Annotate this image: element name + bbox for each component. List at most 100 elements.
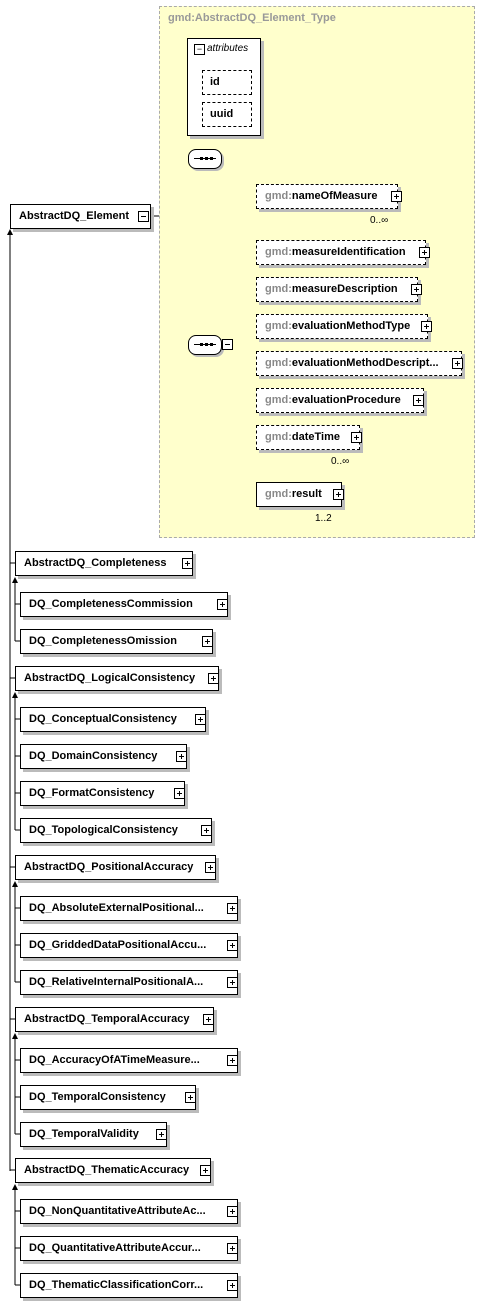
expand-icon[interactable] xyxy=(391,191,402,202)
element-label: DQ_ThematicClassificationCorr... xyxy=(29,1279,204,1291)
element-result[interactable]: gmd:result xyxy=(256,482,344,507)
element-label: dateTime xyxy=(291,431,340,443)
expand-icon[interactable] xyxy=(227,940,238,951)
substitution-group-AbstractDQ_TemporalAccuracy[interactable]: AbstractDQ_TemporalAccuracy xyxy=(15,1007,214,1032)
element-label: evaluationProcedure xyxy=(291,394,401,406)
expand-icon[interactable] xyxy=(202,636,213,647)
element-label: DQ_AbsoluteExternalPositional... xyxy=(29,902,204,914)
expand-icon[interactable] xyxy=(227,1206,238,1217)
inheritance-arrow xyxy=(7,229,13,235)
subtype-DQ_TemporalConsistency[interactable]: DQ_TemporalConsistency xyxy=(20,1085,196,1110)
subtype-DQ_CompletenessOmission[interactable]: DQ_CompletenessOmission xyxy=(20,629,213,654)
expand-icon[interactable] xyxy=(205,862,216,873)
element-evaluationMethodType[interactable]: gmd:evaluationMethodType xyxy=(256,314,432,339)
substitution-group-AbstractDQ_Completeness[interactable]: AbstractDQ_Completeness xyxy=(15,551,193,576)
expand-icon[interactable] xyxy=(227,1055,238,1066)
expand-icon[interactable] xyxy=(421,321,432,332)
element-label: DQ_AccuracyOfATimeMeasure... xyxy=(29,1054,200,1066)
element-label: DQ_CompletenessOmission xyxy=(29,635,177,647)
subtype-DQ_CompletenessCommission[interactable]: DQ_CompletenessCommission xyxy=(20,592,228,617)
element-measureDescription[interactable]: gmd:measureDescription xyxy=(256,277,422,302)
cardinality-label: 1..2 xyxy=(315,513,332,524)
collapse-icon[interactable] xyxy=(138,211,149,222)
inheritance-arrow xyxy=(12,1033,18,1039)
element-label: AbstractDQ_LogicalConsistency xyxy=(24,672,196,684)
substitution-group-AbstractDQ_ThematicAccuracy[interactable]: AbstractDQ_ThematicAccuracy xyxy=(15,1158,211,1183)
subtype-DQ_RelativeInternalPositionalA...[interactable]: DQ_RelativeInternalPositionalA... xyxy=(20,970,238,995)
expand-icon[interactable] xyxy=(182,558,193,569)
expand-icon[interactable] xyxy=(201,825,212,836)
element-evaluationProcedure[interactable]: gmd:evaluationProcedure xyxy=(256,388,424,413)
expand-icon[interactable] xyxy=(227,903,238,914)
subtype-DQ_AbsoluteExternalPositional...[interactable]: DQ_AbsoluteExternalPositional... xyxy=(20,896,238,921)
expand-icon[interactable] xyxy=(411,284,422,295)
expand-icon[interactable] xyxy=(203,1014,214,1025)
expand-icon[interactable] xyxy=(156,1129,167,1140)
substitution-group-AbstractDQ_LogicalConsistency[interactable]: AbstractDQ_LogicalConsistency xyxy=(15,666,219,691)
expand-icon[interactable] xyxy=(195,714,206,725)
collapse-icon[interactable] xyxy=(222,339,233,350)
element-label: result xyxy=(291,488,322,500)
prefix-label: gmd: xyxy=(265,283,292,295)
inheritance-arrow xyxy=(12,881,18,887)
attribute-id[interactable]: id xyxy=(202,70,252,95)
prefix-label: gmd: xyxy=(265,488,292,500)
element-label: DQ_QuantitativeAttributeAccur... xyxy=(29,1242,201,1254)
element-label: AbstractDQ_PositionalAccuracy xyxy=(24,861,194,873)
element-label: DQ_TemporalConsistency xyxy=(29,1091,166,1103)
expand-icon[interactable] xyxy=(227,1243,238,1254)
element-evaluationMethodDescription[interactable]: gmd:evaluationMethodDescript... xyxy=(256,351,463,376)
element-label: evaluationMethodDescript... xyxy=(291,357,439,369)
expand-icon[interactable] xyxy=(174,788,185,799)
cardinality-label: 0..∞ xyxy=(331,456,350,467)
subtype-DQ_FormatConsistency[interactable]: DQ_FormatConsistency xyxy=(20,781,185,806)
expand-icon[interactable] xyxy=(227,977,238,988)
collapse-icon[interactable]: − xyxy=(194,44,205,55)
subtype-DQ_GriddedDataPositionalAccu...[interactable]: DQ_GriddedDataPositionalAccu... xyxy=(20,933,238,958)
subtype-DQ_TemporalValidity[interactable]: DQ_TemporalValidity xyxy=(20,1122,167,1147)
expand-icon[interactable] xyxy=(217,599,228,610)
subtype-DQ_DomainConsistency[interactable]: DQ_DomainConsistency xyxy=(20,744,187,769)
subtype-DQ_NonQuantitativeAttributeAc...[interactable]: DQ_NonQuantitativeAttributeAc... xyxy=(20,1199,238,1224)
element-label: DQ_RelativeInternalPositionalA... xyxy=(29,976,204,988)
element-label: measureIdentification xyxy=(291,246,406,258)
expand-icon[interactable] xyxy=(452,358,463,369)
expand-icon[interactable] xyxy=(176,751,187,762)
expand-icon[interactable] xyxy=(351,432,362,443)
element-label: DQ_DomainConsistency xyxy=(29,750,158,762)
element-label: AbstractDQ_ThematicAccuracy xyxy=(24,1164,190,1176)
element-dateTime[interactable]: gmd:dateTime xyxy=(256,425,362,450)
subtype-DQ_QuantitativeAttributeAccur...[interactable]: DQ_QuantitativeAttributeAccur... xyxy=(20,1236,238,1261)
element-label: DQ_GriddedDataPositionalAccu... xyxy=(29,939,207,951)
element-label: nameOfMeasure xyxy=(291,190,378,202)
prefix-label: gmd: xyxy=(265,320,292,332)
expand-icon[interactable] xyxy=(227,1280,238,1291)
prefix-label: gmd: xyxy=(265,190,292,202)
element-label: AbstractDQ_TemporalAccuracy xyxy=(24,1013,190,1025)
attributes-header[interactable]: −attributes xyxy=(194,43,248,55)
substitution-group-AbstractDQ_PositionalAccuracy[interactable]: AbstractDQ_PositionalAccuracy xyxy=(15,855,216,880)
element-label: AbstractDQ_Completeness xyxy=(24,557,167,569)
sequence-compositor[interactable] xyxy=(188,149,222,169)
expand-icon[interactable] xyxy=(200,1165,211,1176)
subtype-DQ_AccuracyOfATimeMeasure...[interactable]: DQ_AccuracyOfATimeMeasure... xyxy=(20,1048,238,1073)
expand-icon[interactable] xyxy=(333,489,344,500)
expand-icon[interactable] xyxy=(185,1092,196,1103)
expand-icon[interactable] xyxy=(419,247,430,258)
element-nameOfMeasure[interactable]: gmd:nameOfMeasure xyxy=(256,184,402,209)
subtype-DQ_TopologicalConsistency[interactable]: DQ_TopologicalConsistency xyxy=(20,818,212,843)
prefix-label: gmd: xyxy=(265,246,292,258)
prefix-label: gmd: xyxy=(265,431,292,443)
element-label: measureDescription xyxy=(291,283,398,295)
element-measureIdentification[interactable]: gmd:measureIdentification xyxy=(256,240,430,265)
prefix-label: gmd: xyxy=(265,357,292,369)
attributes-label: attributes xyxy=(207,43,249,54)
inheritance-arrow xyxy=(12,577,18,583)
expand-icon[interactable] xyxy=(413,395,424,406)
sequence-compositor[interactable] xyxy=(188,335,222,355)
subtype-DQ_ConceptualConsistency[interactable]: DQ_ConceptualConsistency xyxy=(20,707,206,732)
expand-icon[interactable] xyxy=(208,673,219,684)
attribute-uuid[interactable]: uuid xyxy=(202,102,252,127)
subtype-DQ_ThematicClassificationCorr...[interactable]: DQ_ThematicClassificationCorr... xyxy=(20,1273,238,1298)
root-element[interactable]: AbstractDQ_Element xyxy=(10,204,151,229)
